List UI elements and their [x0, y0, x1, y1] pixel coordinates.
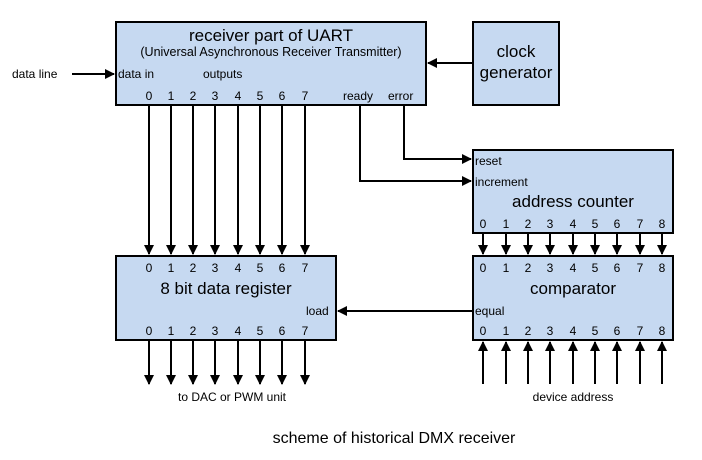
uart-receiver-block: receiver part of UART (Universal Asynchr… [115, 21, 427, 106]
comparator-counter-pins: 0 1 2 3 4 5 6 7 8 [480, 261, 666, 275]
comparator-bottom-pin-3: 3 [547, 324, 554, 338]
device-address-wires [478, 341, 667, 384]
uart-ready-label: ready [343, 89, 373, 103]
comparator-bottom-pin-1: 1 [503, 324, 510, 338]
counter-pin-6: 6 [614, 217, 621, 231]
comparator-top-pin-1: 1 [503, 261, 510, 275]
uart-pin-1: 1 [168, 89, 175, 103]
register-out-pin-4: 4 [235, 324, 242, 338]
register-out-pin-3: 3 [212, 324, 219, 338]
register-in-pin-4: 4 [235, 261, 242, 275]
counter-pin-4: 4 [570, 217, 577, 231]
counter-pin-3: 3 [547, 217, 554, 231]
counter-title: address counter [512, 192, 634, 211]
uart-to-register-wires [144, 106, 310, 255]
comparator-bottom-pin-8: 8 [659, 324, 666, 338]
register-output-wires [144, 341, 310, 385]
diagram-caption: scheme of historical DMX receiver [273, 430, 516, 447]
comparator-top-pin-2: 2 [525, 261, 532, 275]
comparator-bottom-pin-0: 0 [480, 324, 487, 338]
register-out-pin-1: 1 [168, 324, 175, 338]
comparator-top-pin-3: 3 [547, 261, 554, 275]
uart-title: receiver part of UART [189, 26, 353, 45]
register-in-pin-1: 1 [168, 261, 175, 275]
uart-pin-6: 6 [279, 89, 286, 103]
counter-pin-2: 2 [525, 217, 532, 231]
register-title: 8 bit data register [160, 279, 292, 298]
counter-output-pins: 0 1 2 3 4 5 6 7 8 [480, 217, 666, 231]
device-address-label: device address [533, 390, 614, 404]
comparator-bottom-pin-2: 2 [525, 324, 532, 338]
register-input-pins: 0 1 2 3 4 5 6 7 [146, 261, 309, 275]
address-counter-block: reset increment address counter 0 1 2 3 4 5 6 7… [472, 149, 674, 234]
counter-increment-label: increment [475, 175, 528, 189]
register-out-pin-6: 6 [279, 324, 286, 338]
uart-subtitle: (Universal Asynchronous Receiver Transmi… [140, 45, 401, 59]
register-out-pin-2: 2 [190, 324, 197, 338]
counter-pin-5: 5 [592, 217, 599, 231]
comparator-title: comparator [530, 279, 616, 298]
uart-pin-0: 0 [146, 89, 153, 103]
comparator-equal-label: equal [475, 304, 504, 318]
comparator-top-pin-7: 7 [637, 261, 644, 275]
register-out-pin-5: 5 [257, 324, 264, 338]
register-out-pin-0: 0 [146, 324, 153, 338]
register-in-pin-7: 7 [302, 261, 309, 275]
counter-pin-7: 7 [637, 217, 644, 231]
register-in-pin-6: 6 [279, 261, 286, 275]
register-in-pin-0: 0 [146, 261, 153, 275]
comparator-top-pin-0: 0 [480, 261, 487, 275]
comparator-bottom-pin-7: 7 [637, 324, 644, 338]
comparator-top-pin-5: 5 [592, 261, 599, 275]
uart-pin-4: 4 [235, 89, 242, 103]
ready-to-increment-arrow [359, 105, 472, 186]
register-in-pin-5: 5 [257, 261, 264, 275]
to-dac-label: to DAC or PWM unit [178, 390, 287, 404]
uart-error-label: error [388, 89, 413, 103]
uart-pin-3: 3 [212, 89, 219, 103]
counter-reset-label: reset [475, 154, 502, 168]
register-output-pins: 0 1 2 3 4 5 6 7 [146, 324, 309, 338]
error-to-reset-arrow [403, 105, 472, 164]
comparator-address-pins: 0 1 2 3 4 5 6 7 8 [480, 324, 666, 338]
data-register-block: 0 1 2 3 4 5 6 7 8 bit data register load 0 1 2 3 4 5… [115, 255, 337, 341]
comparator-bottom-pin-5: 5 [592, 324, 599, 338]
register-in-pin-3: 3 [212, 261, 219, 275]
register-load-label: load [306, 304, 329, 318]
comparator-bottom-pin-6: 6 [614, 324, 621, 338]
uart-output-pins: 0 1 2 3 4 5 6 7 [146, 89, 309, 103]
register-out-pin-7: 7 [302, 324, 309, 338]
comparator-bottom-pin-4: 4 [570, 324, 577, 338]
uart-data-in-label: data in [118, 67, 154, 81]
counter-pin-8: 8 [659, 217, 666, 231]
uart-outputs-label: outputs [203, 67, 242, 81]
clock-generator-block: clock generator [472, 21, 560, 106]
counter-pin-1: 1 [503, 217, 510, 231]
comparator-top-pin-4: 4 [570, 261, 577, 275]
uart-pin-7: 7 [302, 89, 309, 103]
comparator-top-pin-8: 8 [659, 261, 666, 275]
uart-pin-2: 2 [190, 89, 197, 103]
register-in-pin-2: 2 [190, 261, 197, 275]
clock-label-line2: generator [480, 63, 553, 82]
counter-pin-0: 0 [480, 217, 487, 231]
data-line-label: data line [12, 67, 58, 81]
clock-label-line1: clock [497, 42, 536, 61]
uart-pin-5: 5 [257, 89, 264, 103]
comparator-top-pin-6: 6 [614, 261, 621, 275]
comparator-block: 0 1 2 3 4 5 6 7 8 comparator equal 0 1 2 3 4 5 6 7 8 [472, 255, 674, 341]
counter-to-comparator-wires [478, 234, 667, 255]
